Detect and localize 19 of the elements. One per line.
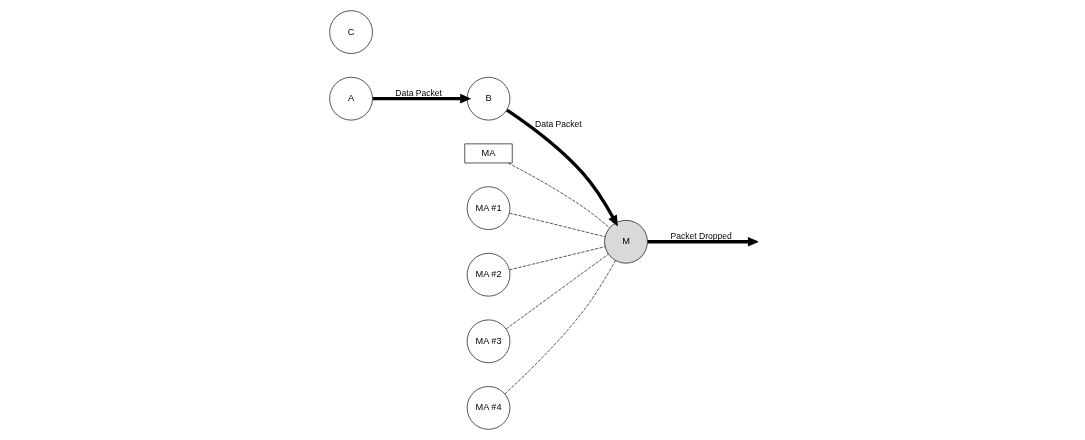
edge-label: Data Packet (535, 119, 582, 130)
connector (509, 212, 606, 238)
node-circle: B (466, 76, 511, 121)
node-box: MA (464, 143, 513, 164)
connector (504, 260, 616, 395)
node-circle: MA #1 (466, 186, 511, 230)
node-circle: M (604, 220, 648, 264)
connector (505, 253, 609, 330)
connector (509, 246, 606, 271)
arrow (372, 93, 472, 104)
edge-label: Packet Dropped (670, 231, 732, 242)
edge-label: Data Packet (395, 88, 442, 99)
node-circle: C (329, 10, 373, 54)
connector (507, 162, 610, 229)
arrow (506, 108, 618, 227)
node-circle: MA #4 (466, 386, 511, 430)
node-circle: MA #2 (466, 252, 511, 297)
node-circle: A (329, 76, 373, 121)
node-circle: MA #3 (466, 319, 511, 364)
